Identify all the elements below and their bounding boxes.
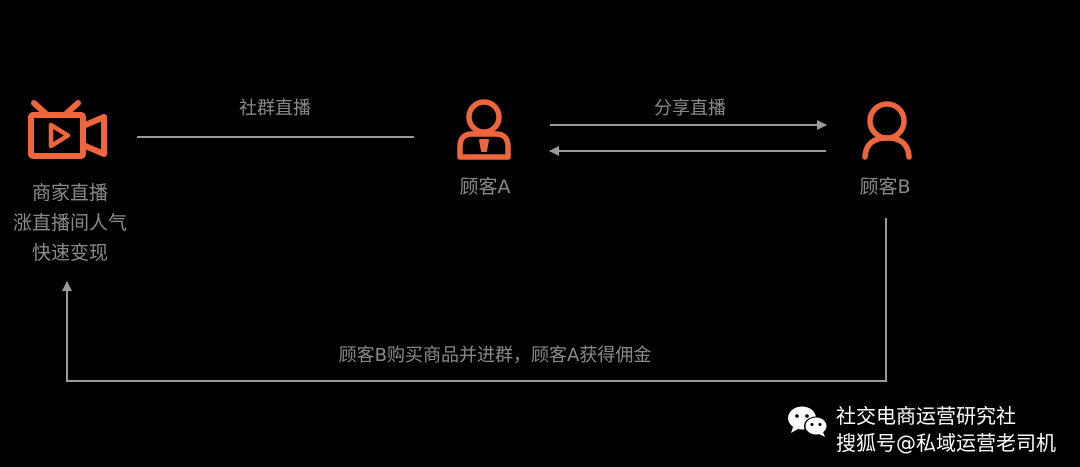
customer-b-label: 顾客B bbox=[859, 176, 911, 198]
watermark-line-2: 搜狐号@私域运营老司机 bbox=[836, 431, 1056, 455]
commission-label: 顾客B购买商品并进群，顾客A获得佣金 bbox=[338, 345, 652, 366]
share-live-label: 分享直播 bbox=[654, 98, 726, 119]
watermark: 社交电商运营研究社 搜狐号@私域运营老司机 bbox=[786, 403, 1056, 457]
merchant-label-line: 商家直播 bbox=[31, 182, 108, 204]
user-icon bbox=[862, 101, 912, 160]
community-live-label: 社群直播 bbox=[239, 98, 311, 119]
commission-return-arrow bbox=[62, 218, 887, 382]
merchant-label: 商家直播 涨直播间人气 快速变现 bbox=[0, 178, 140, 268]
merchant-label-line: 涨直播间人气 bbox=[12, 212, 127, 234]
customer-a-label: 顾客A bbox=[459, 176, 511, 198]
user-badge-icon bbox=[457, 99, 511, 160]
merchant-label-line: 快速变现 bbox=[31, 242, 108, 264]
watermark-text: 社交电商运营研究社 搜狐号@私域运营老司机 bbox=[836, 403, 1056, 457]
wechat-icon bbox=[788, 406, 828, 437]
live-tv-icon bbox=[28, 100, 107, 159]
watermark-line-1: 社交电商运营研究社 bbox=[836, 404, 1016, 428]
